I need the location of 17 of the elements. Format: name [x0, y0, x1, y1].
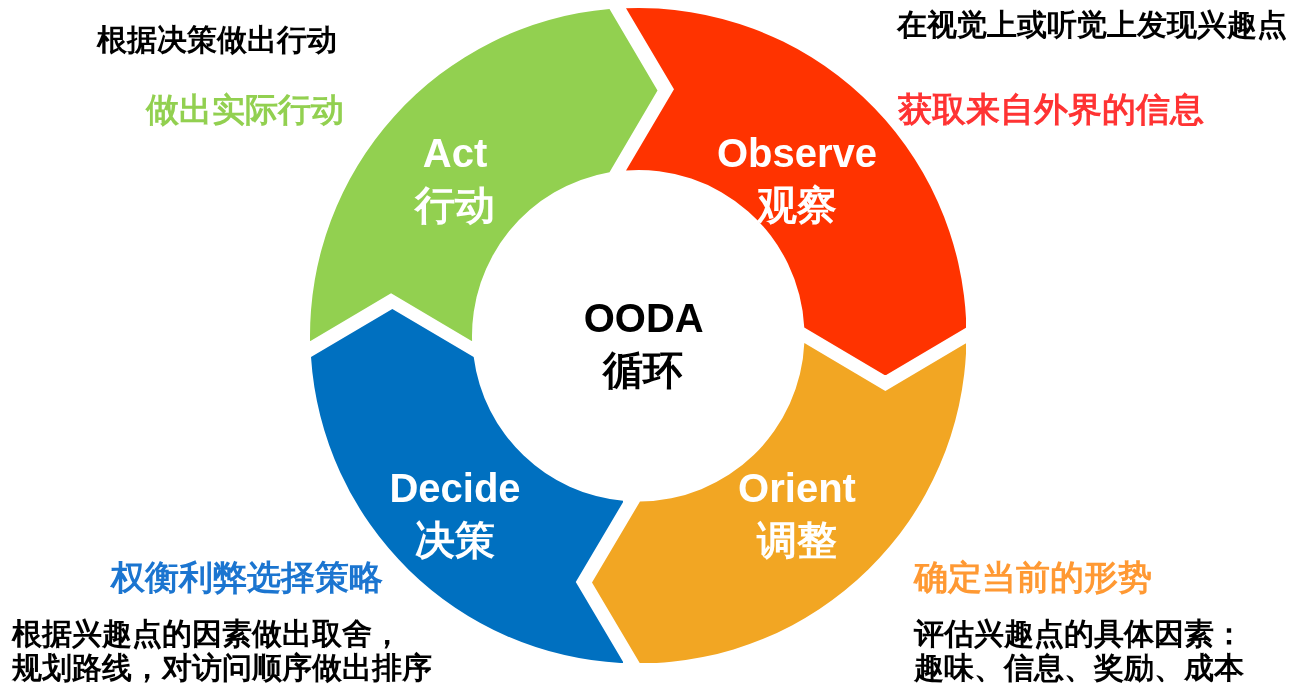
annotation-text: 在视觉上或听觉上发现兴趣点	[897, 7, 1287, 43]
annotation-text: 做出实际行动	[146, 90, 344, 130]
segment-label: 调整	[757, 517, 837, 563]
segment-label: Orient	[738, 465, 856, 511]
annotation-text: 获取来自外界的信息	[898, 89, 1204, 130]
center-label: OODA 循环	[583, 295, 703, 394]
segment-label: 决策	[415, 517, 495, 563]
segment-label: 行动	[415, 182, 495, 228]
annotation-text: 确定当前的形势	[914, 557, 1152, 598]
segment-label: Decide	[389, 465, 521, 511]
annotation-text: 根据决策做出行动	[97, 22, 337, 58]
segment-label: 观察	[757, 182, 837, 228]
annotation-text: 评估兴趣点的具体因素：趣味、信息、奖励、成本	[914, 617, 1245, 685]
annotation-text: 根据兴趣点的因素做出取舍，规划路线，对访问顺序做出排序	[12, 617, 433, 685]
annotation-text: 权衡利弊选择策略	[111, 557, 383, 598]
segment-label: Observe	[716, 130, 878, 176]
segment-label: Act	[422, 130, 488, 176]
